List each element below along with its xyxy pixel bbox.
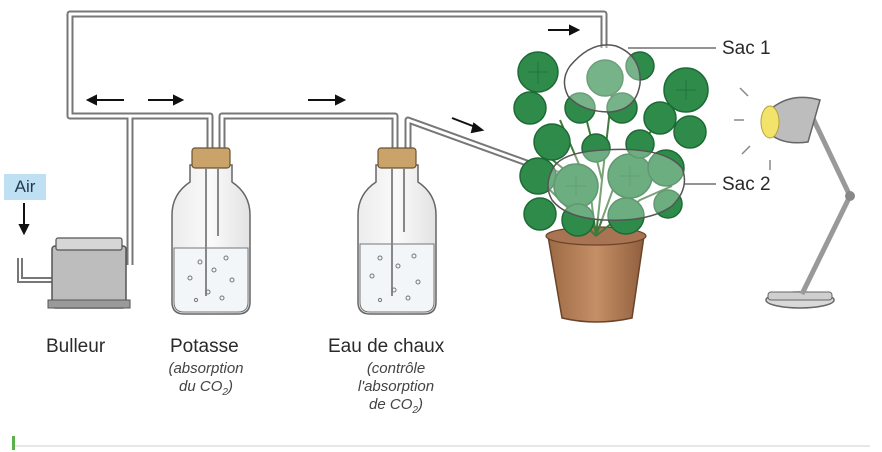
eau-note-line-1: (contrôle [346, 360, 446, 378]
bulleur-pump [20, 238, 130, 308]
plant-pot [546, 227, 646, 322]
arrow-left [88, 96, 124, 104]
sac-2-bag [548, 149, 684, 220]
potasse-bottle [172, 148, 250, 314]
eau-note-line-3: de CO2) [346, 396, 446, 420]
arrow-diag [452, 118, 482, 132]
eau-note-line-2: l'absorption [346, 378, 446, 396]
desk-lamp [734, 88, 855, 308]
potasse-label: Potasse [170, 336, 239, 358]
eau-de-chaux-note: (contrôle l'absorption de CO2) [346, 360, 446, 420]
potasse-note-line-1: (absorption [156, 360, 256, 378]
arrow-right-1 [148, 96, 182, 104]
flow-arrows [20, 26, 578, 233]
arrow-air-down [20, 203, 28, 233]
potasse-note: (absorption du CO2) [156, 360, 256, 402]
eau-de-chaux-label: Eau de chaux [328, 336, 444, 358]
arrow-top-right [548, 26, 578, 34]
air-label: Air [15, 177, 36, 196]
sac-1-label: Sac 1 [722, 38, 771, 60]
air-label-box: Air [4, 174, 46, 200]
tubing [70, 14, 604, 265]
sac-1-bag [564, 45, 640, 112]
eau-de-chaux-bottle [358, 148, 436, 314]
sac-2-label: Sac 2 [722, 174, 771, 196]
arrow-right-2 [308, 96, 344, 104]
bulleur-label: Bulleur [46, 336, 105, 358]
potasse-note-line-2: du CO2) [156, 378, 256, 402]
